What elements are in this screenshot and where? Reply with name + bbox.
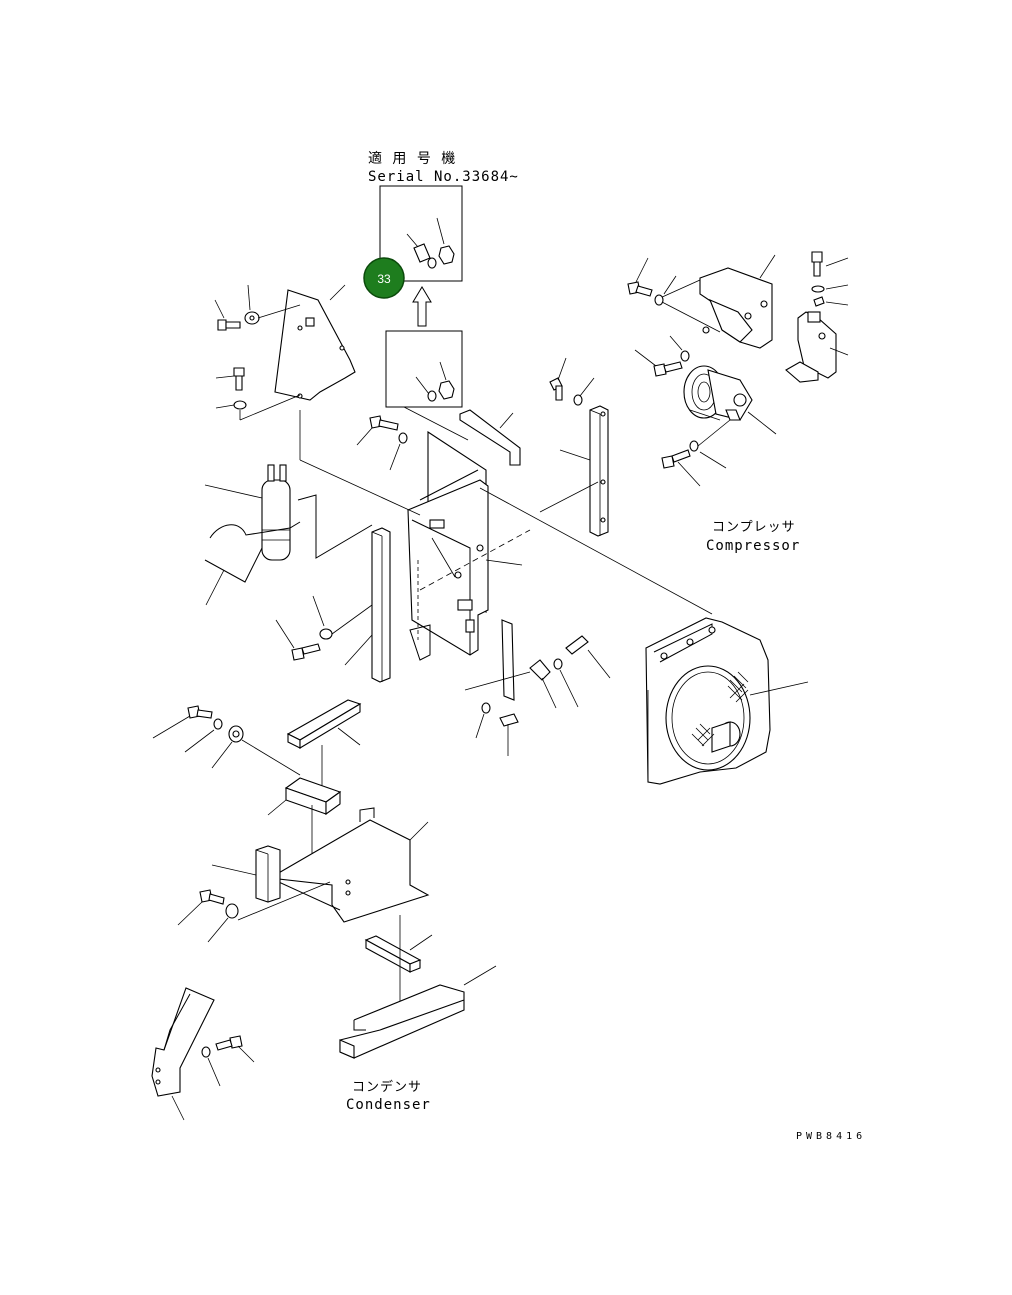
compressor-bolts-top xyxy=(627,257,721,377)
serial-label-jp: 適 用 号 機 xyxy=(368,150,456,167)
detail-box-new xyxy=(379,185,463,282)
center-frame xyxy=(407,430,531,661)
left-upper-bracket xyxy=(274,284,356,401)
condenser-label-en: Condenser xyxy=(346,1097,431,1113)
top-seal-strip xyxy=(459,409,521,466)
condenser-label-jp: コンデンサ xyxy=(352,1079,422,1095)
compressor-bracket xyxy=(659,254,776,349)
callout-number: 33 xyxy=(377,272,391,286)
lower-side-bracket xyxy=(464,619,611,756)
receiver-drier xyxy=(204,464,373,606)
lower-bolt-3 xyxy=(201,1035,255,1087)
lower-shroud-panel xyxy=(268,807,430,923)
lower-bolts-left xyxy=(152,705,301,776)
detail-box-old xyxy=(385,330,469,441)
drawing-code: PWB8416 xyxy=(796,1131,866,1142)
lower-base-plate xyxy=(339,965,497,1059)
lower-seal-strip-3 xyxy=(364,915,433,1005)
serial-label-en: Serial No.33684~ xyxy=(368,169,519,185)
bolt-mid-left xyxy=(275,595,373,661)
lower-bolt-2 xyxy=(177,881,331,943)
compressor-bolt-lower xyxy=(661,419,731,487)
lower-seal-strip-1 xyxy=(286,699,362,800)
vertical-seal xyxy=(344,527,391,683)
bolt-top-center xyxy=(299,410,421,516)
upgrade-arrow xyxy=(412,286,432,327)
right-vertical-strip xyxy=(539,357,609,537)
compressor-small-bolt-right xyxy=(811,251,849,307)
bolt-upper-left xyxy=(214,284,301,421)
compressor-side-bracket xyxy=(785,311,849,383)
lower-vertical-block xyxy=(211,845,281,903)
condenser-unit xyxy=(645,617,809,785)
compressor-label-jp: コンプレッサ xyxy=(712,520,796,535)
lower-left-bracket xyxy=(151,987,215,1121)
callout-circle xyxy=(363,257,405,299)
compressor-body xyxy=(683,365,777,435)
compressor-label-en: Compressor xyxy=(706,538,800,554)
leader-line xyxy=(479,487,713,615)
callout-marker[interactable]: 33 xyxy=(363,257,405,299)
